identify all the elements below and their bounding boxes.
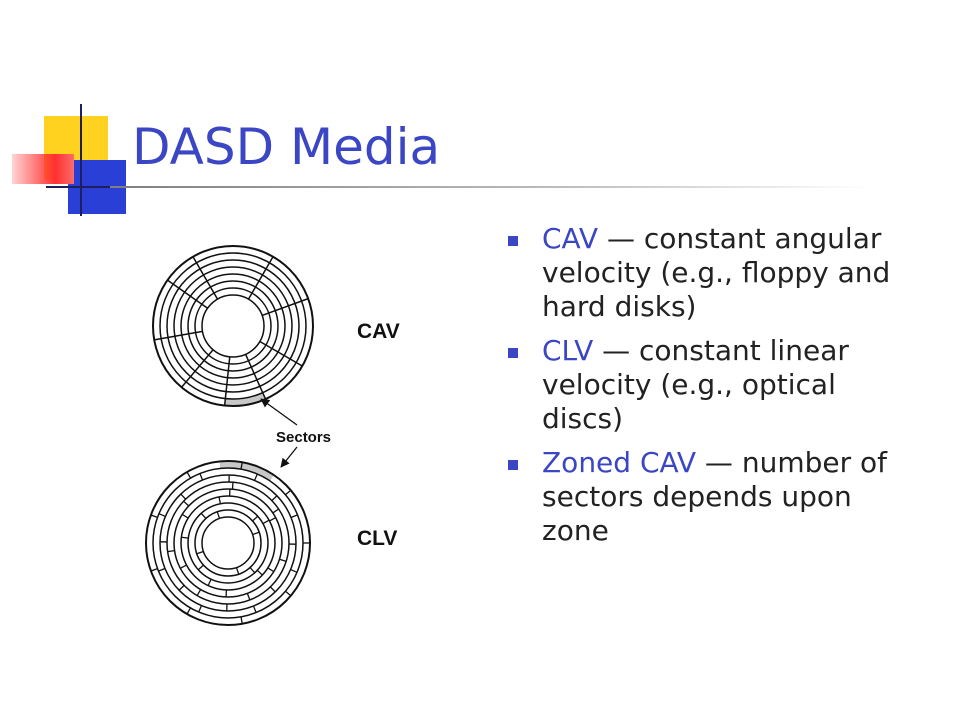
cav-sector-line (192, 256, 219, 300)
square-bullet-icon (508, 460, 518, 470)
cav-track-ring (173, 266, 293, 386)
clv-disk (145, 460, 311, 626)
cav-sector-line (154, 330, 203, 341)
bullet-item-cav: CAV — constant angular velocity (e.g., f… (506, 222, 896, 324)
bullet-term: CLV (542, 334, 594, 367)
clv-track-ring (201, 516, 255, 570)
clv-sector-tick (158, 513, 166, 518)
clv-sector-tick (262, 519, 270, 525)
cav-track-ring (187, 280, 279, 372)
cav-track-ring (159, 252, 307, 400)
clv-track-ring (145, 460, 311, 626)
clv-sector-tick (183, 500, 190, 507)
square-bullet-icon (508, 236, 518, 246)
cav-track-ring (166, 259, 300, 393)
clv-track-ring (152, 467, 304, 619)
clv-sector-tick (231, 482, 234, 490)
highlighted-sector (219, 461, 274, 481)
clv-sector-tick (240, 616, 243, 624)
bullet-text: — constant linear velocity (e.g., optica… (542, 334, 849, 435)
decor-horizontal-line (46, 186, 128, 188)
bullet-item-clv: CLV — constant linear velocity (e.g., op… (506, 334, 896, 436)
cav-track-ring (201, 294, 265, 358)
bullet-text: — constant angular velocity (e.g., flopp… (542, 222, 891, 323)
bullet-list: CAV — constant angular velocity (e.g., f… (506, 222, 896, 558)
clv-sector-tick (271, 495, 278, 502)
clv-sector-tick (246, 593, 251, 601)
clv-sector-tick (252, 605, 257, 613)
clv-label: CLV (357, 527, 397, 550)
cav-sector-line (261, 297, 309, 317)
clv-sector-tick (279, 558, 287, 563)
sectors-label: Sectors (276, 429, 331, 446)
clv-sector-tick (199, 473, 204, 481)
clv-sector-tick (218, 496, 222, 504)
clv-sector-tick (249, 567, 256, 574)
decor-red-bar (12, 154, 74, 184)
clv-sector-tick (186, 471, 192, 479)
clv-sector-tick (196, 550, 204, 555)
clv-sector-tick (180, 493, 187, 500)
clv-track-ring (159, 474, 297, 612)
clv-sector-tick (252, 515, 259, 522)
cav-track-ring (152, 245, 314, 407)
cav-track-ring (180, 273, 286, 379)
clv-sector-tick (186, 607, 192, 615)
cav-sector-line (181, 349, 214, 388)
cav-sector-line (259, 340, 303, 367)
clv-sector-tick (290, 568, 298, 573)
cav-sector-line (247, 256, 274, 300)
clv-sector-tick (267, 567, 275, 573)
cav-sector-line (223, 356, 231, 406)
square-bullet-icon (508, 348, 518, 358)
cav-sector-line (244, 354, 267, 400)
clv-sector-tick (256, 569, 263, 576)
clv-track-ring (194, 509, 262, 577)
disk-format-diagram: CAV CLV Sectors (145, 245, 400, 626)
clv-sector-tick (216, 511, 221, 519)
clv-sector-tick (167, 550, 175, 553)
clv-sector-tick (178, 584, 185, 591)
clv-sector-tick (269, 586, 276, 593)
cav-track-ring (194, 287, 272, 365)
clv-sector-tick (200, 512, 207, 519)
clv-sector-tick (196, 589, 202, 596)
decor-vertical-line (80, 104, 82, 216)
clv-sector-tick (207, 578, 212, 586)
clv-track-ring (166, 481, 290, 605)
sector-arrows (260, 398, 298, 468)
clv-sector-tick (290, 514, 298, 519)
clv-track-ring (180, 495, 276, 591)
cav-label: CAV (357, 320, 400, 343)
cav-sector-line (167, 279, 209, 309)
clv-sector-tick (252, 531, 260, 536)
clv-sector-tick (158, 567, 166, 572)
arrow-to-cav-sector (260, 398, 298, 426)
clv-sector-tick (198, 605, 203, 613)
bullet-term: Zoned CAV (542, 446, 697, 479)
clv-sector-tick (180, 564, 187, 569)
clv-track-ring (173, 488, 283, 598)
clv-sector-tick (150, 568, 158, 572)
slide-title: DASD Media (132, 118, 441, 176)
clv-sector-tick (181, 513, 189, 519)
clv-sector-tick (269, 517, 276, 522)
clv-sector-tick (197, 564, 204, 571)
clv-sector-tick (285, 489, 292, 496)
clv-sector-tick (240, 462, 243, 470)
clv-sector-tick (235, 567, 240, 575)
clv-sector-tick (150, 514, 158, 518)
bullet-text: — number of sectors depends upon zone (542, 446, 887, 547)
clv-track-ring (187, 502, 269, 584)
cav-disk (152, 245, 314, 407)
arrow-to-clv-sector (280, 446, 298, 468)
clv-sector-tick (181, 536, 189, 539)
bullet-item-zoned-cav: Zoned CAV — number of sectors depends up… (506, 446, 896, 548)
title-underline (110, 186, 870, 188)
clv-sector-tick (272, 508, 280, 514)
clv-sector-tick (285, 590, 292, 597)
bullet-term: CAV (542, 222, 599, 255)
clv-sector-tick (253, 473, 258, 481)
